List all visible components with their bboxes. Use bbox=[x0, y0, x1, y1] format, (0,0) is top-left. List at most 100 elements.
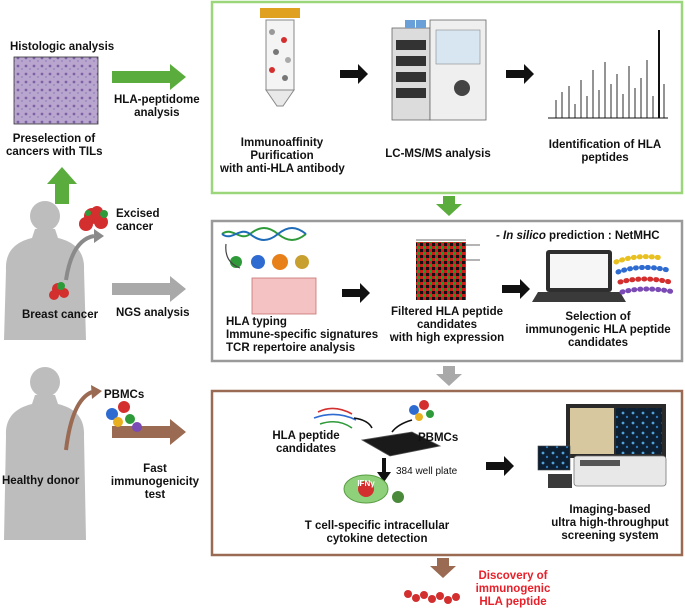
discovery-label: Discovery of immunogenic HLA peptide bbox=[458, 570, 568, 609]
arrow-plate-down bbox=[377, 458, 391, 482]
arrow-to-screening bbox=[112, 419, 186, 445]
curve-to-pbmcs bbox=[64, 390, 93, 451]
tcell-line-1: T cell-specific intracellular bbox=[304, 520, 450, 532]
preselection-line-2: cancers with TILs bbox=[6, 146, 103, 158]
identification-label: Identification of HLA peptides bbox=[540, 139, 670, 165]
candidates-line-2: candidates bbox=[275, 443, 337, 455]
immunoaffinity-label: Immunoaffinity Purification with anti-HL… bbox=[220, 137, 345, 176]
imaging-label: Imaging-based ultra high-throughput scre… bbox=[540, 504, 680, 543]
discovery-peptide bbox=[404, 590, 460, 604]
excised-line-1: Excised bbox=[116, 208, 160, 220]
laptop bbox=[532, 250, 626, 302]
pbmc-cells-panel bbox=[409, 400, 434, 421]
immuno-line-3: with anti-HLA antibody bbox=[220, 163, 345, 175]
tcell-line-2: cytokine detection bbox=[326, 533, 428, 545]
lcms-instrument bbox=[391, 19, 487, 121]
candidates-line-1: HLA peptide bbox=[272, 430, 340, 442]
panel-screening bbox=[210, 389, 684, 557]
preselection-label: Preselection of cancers with TILs bbox=[6, 133, 103, 159]
selection-line-1: Selection of bbox=[565, 311, 631, 323]
ident-line-1: Identification of HLA bbox=[548, 139, 662, 151]
arrow-down-2 bbox=[436, 366, 462, 386]
healthy-donor-body bbox=[4, 367, 86, 540]
arrow-up-preselection bbox=[47, 167, 77, 204]
lcms-label: LC-MS/MS analysis bbox=[385, 148, 491, 160]
arrow-black-3 bbox=[342, 283, 370, 303]
tumor-blob bbox=[49, 282, 69, 300]
selection-line-3: candidates bbox=[567, 337, 629, 349]
arrow-black-4 bbox=[502, 279, 530, 299]
immune-cells-icons bbox=[230, 254, 309, 270]
histologic-analysis-label: Histologic analysis bbox=[10, 41, 115, 53]
in-silico-label: - In silico prediction : NetMHC bbox=[496, 230, 660, 243]
selection-label: Selection of immunogenic HLA peptide can… bbox=[522, 311, 674, 350]
well-plate bbox=[360, 431, 442, 457]
excised-cancer-label: Excised cancer bbox=[116, 208, 159, 234]
dna-strand bbox=[221, 227, 307, 241]
curve-to-excised bbox=[64, 234, 95, 281]
excised-line-2: cancer bbox=[116, 221, 154, 233]
pbmcs-left-label: PBMCs bbox=[104, 389, 145, 401]
peptide-lines bbox=[313, 407, 357, 429]
fast-test-label: Fast immunogenicity test bbox=[110, 463, 200, 502]
preselection-line-1: Preselection of bbox=[12, 133, 96, 145]
pbmc-cells-left bbox=[106, 401, 142, 432]
tcell-label: T cell-specific intracellular cytokine d… bbox=[300, 520, 454, 546]
filtered-label: Filtered HLA peptide candidates with hig… bbox=[384, 306, 510, 345]
excised-tumor bbox=[79, 206, 108, 231]
hla-typing-label: HLA typing Immune-specific signatures TC… bbox=[226, 316, 378, 355]
filtered-line-1: Filtered HLA peptide bbox=[390, 306, 504, 318]
ident-line-2: peptides bbox=[581, 152, 629, 164]
healthy-donor-label: Healthy donor bbox=[2, 475, 80, 487]
histology-image bbox=[13, 56, 99, 125]
panel-ngs bbox=[210, 219, 684, 363]
fast-line-2: immunogenicity bbox=[110, 476, 200, 488]
hla-peptidome-line-2: analysis bbox=[134, 107, 180, 119]
breast-cancer-label: Breast cancer bbox=[22, 309, 99, 321]
filtered-line-3: with high expression bbox=[389, 332, 505, 344]
affinity-column bbox=[260, 8, 300, 107]
imaging-system bbox=[537, 404, 667, 488]
arrow-black-2 bbox=[506, 64, 534, 84]
fast-line-1: Fast bbox=[143, 463, 167, 475]
arrow-pbmcs-plate bbox=[391, 419, 413, 433]
arrow-candidates-plate bbox=[353, 417, 373, 429]
plate-label: 384 well plate bbox=[396, 466, 458, 477]
hla-peptidome-label: HLA-peptidome analysis bbox=[114, 94, 200, 120]
discovery-line-2: immunogenic bbox=[475, 583, 551, 595]
panel-peptidome bbox=[210, 0, 684, 195]
typing-line-1: HLA typing bbox=[226, 316, 287, 328]
in-silico-suffix: prediction : NetMHC bbox=[545, 230, 660, 242]
imaging-line-1: Imaging-based bbox=[569, 504, 651, 516]
pbmcs-panel-label: PBMCs bbox=[418, 432, 459, 444]
arrow-to-peptidome bbox=[112, 64, 186, 90]
breast-cancer-body bbox=[4, 201, 86, 340]
discovery-line-3: HLA peptide bbox=[479, 596, 547, 608]
curve-typing bbox=[225, 243, 241, 269]
ngs-analysis-label: NGS analysis bbox=[116, 307, 190, 319]
arrow-down-1 bbox=[436, 196, 462, 216]
hla-table-image bbox=[251, 277, 317, 315]
typing-line-3: TCR repertoire analysis bbox=[226, 342, 356, 354]
arrow-black-1 bbox=[340, 64, 368, 84]
heatmap bbox=[416, 242, 466, 300]
filtered-line-2: candidates bbox=[416, 319, 478, 331]
imaging-line-2: ultra high-throughput bbox=[551, 517, 669, 529]
immuno-line-1: Immunoaffinity bbox=[240, 137, 324, 149]
arrow-black-5 bbox=[486, 456, 514, 476]
selection-line-2: immunogenic HLA peptide bbox=[525, 324, 671, 336]
in-silico-prefix: - In silico bbox=[496, 230, 546, 242]
arrow-to-ngs bbox=[112, 276, 186, 302]
hla-candidates-label: HLA peptide candidates bbox=[268, 430, 344, 456]
ifn-label: IFNγ bbox=[357, 479, 375, 488]
peptide-chains bbox=[613, 254, 677, 295]
arrow-down-3 bbox=[430, 558, 456, 578]
mass-spectrum bbox=[548, 30, 668, 119]
fast-line-3: test bbox=[144, 489, 166, 501]
typing-line-2: Immune-specific signatures bbox=[226, 329, 379, 341]
hla-peptidome-line-1: HLA-peptidome bbox=[114, 94, 200, 106]
immuno-line-2: Purification bbox=[250, 150, 314, 162]
discovery-line-1: Discovery of bbox=[478, 570, 548, 582]
imaging-line-3: screening system bbox=[561, 530, 659, 542]
